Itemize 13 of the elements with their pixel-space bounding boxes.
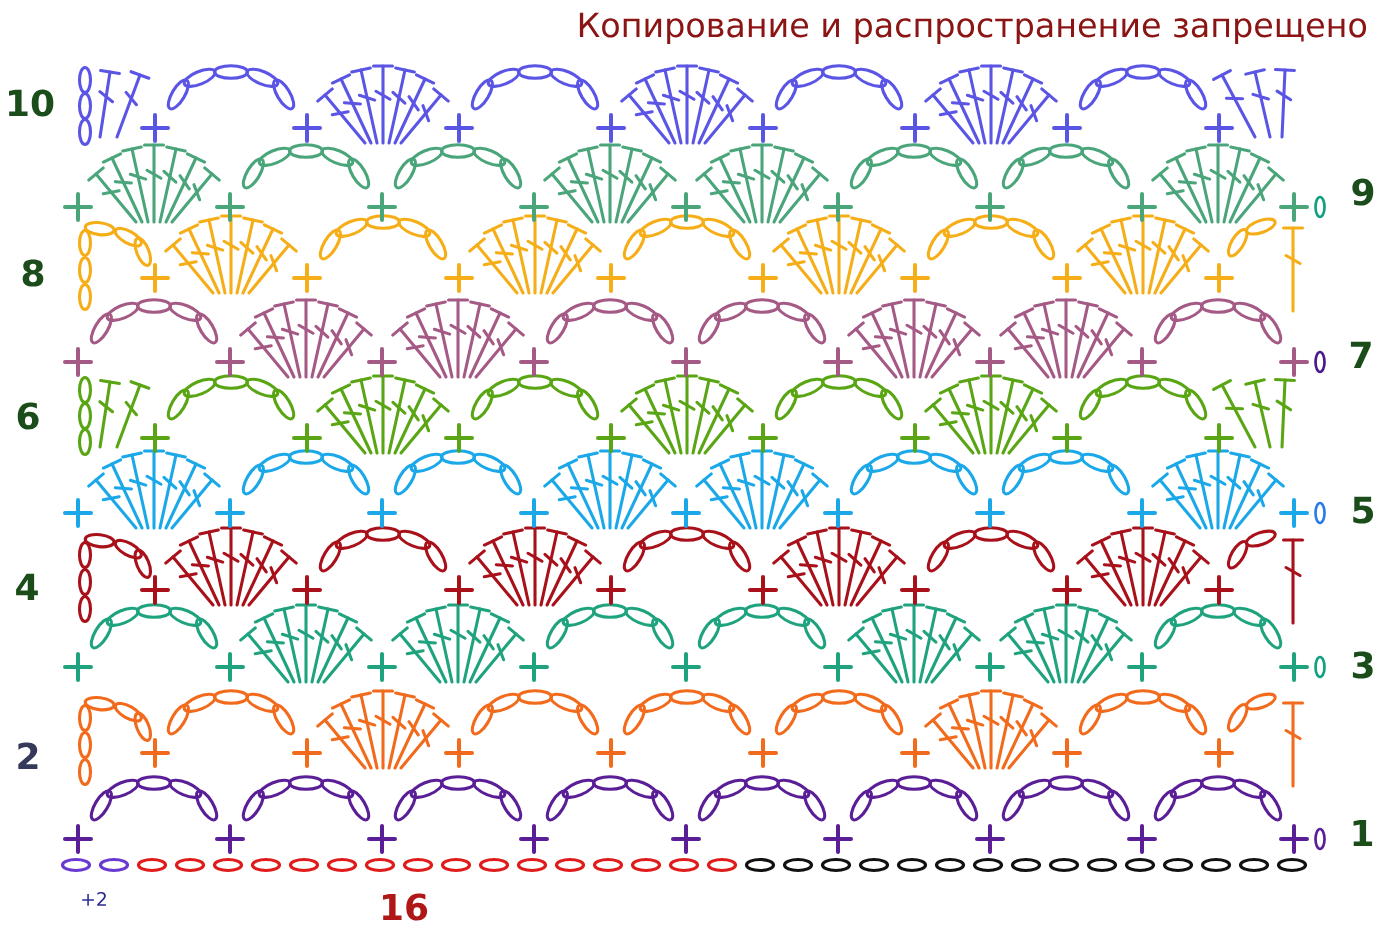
row-number: 6 xyxy=(17,402,39,430)
row-number: 4 xyxy=(16,573,38,601)
row-number: 9 xyxy=(1352,178,1374,206)
row-number: 1 xyxy=(1353,819,1373,847)
row-number: 7 xyxy=(1350,341,1371,369)
row-number: 8 xyxy=(22,259,44,287)
row-number: 3 xyxy=(1352,651,1373,679)
row-number: 10 xyxy=(9,89,54,117)
row-number: 5 xyxy=(1353,496,1374,524)
stitch-count: +2 xyxy=(82,891,106,906)
row-number: 2 xyxy=(18,742,38,770)
title: Копирование и распространение запрещено xyxy=(579,12,1367,44)
stitch-count: 16 xyxy=(383,893,428,921)
